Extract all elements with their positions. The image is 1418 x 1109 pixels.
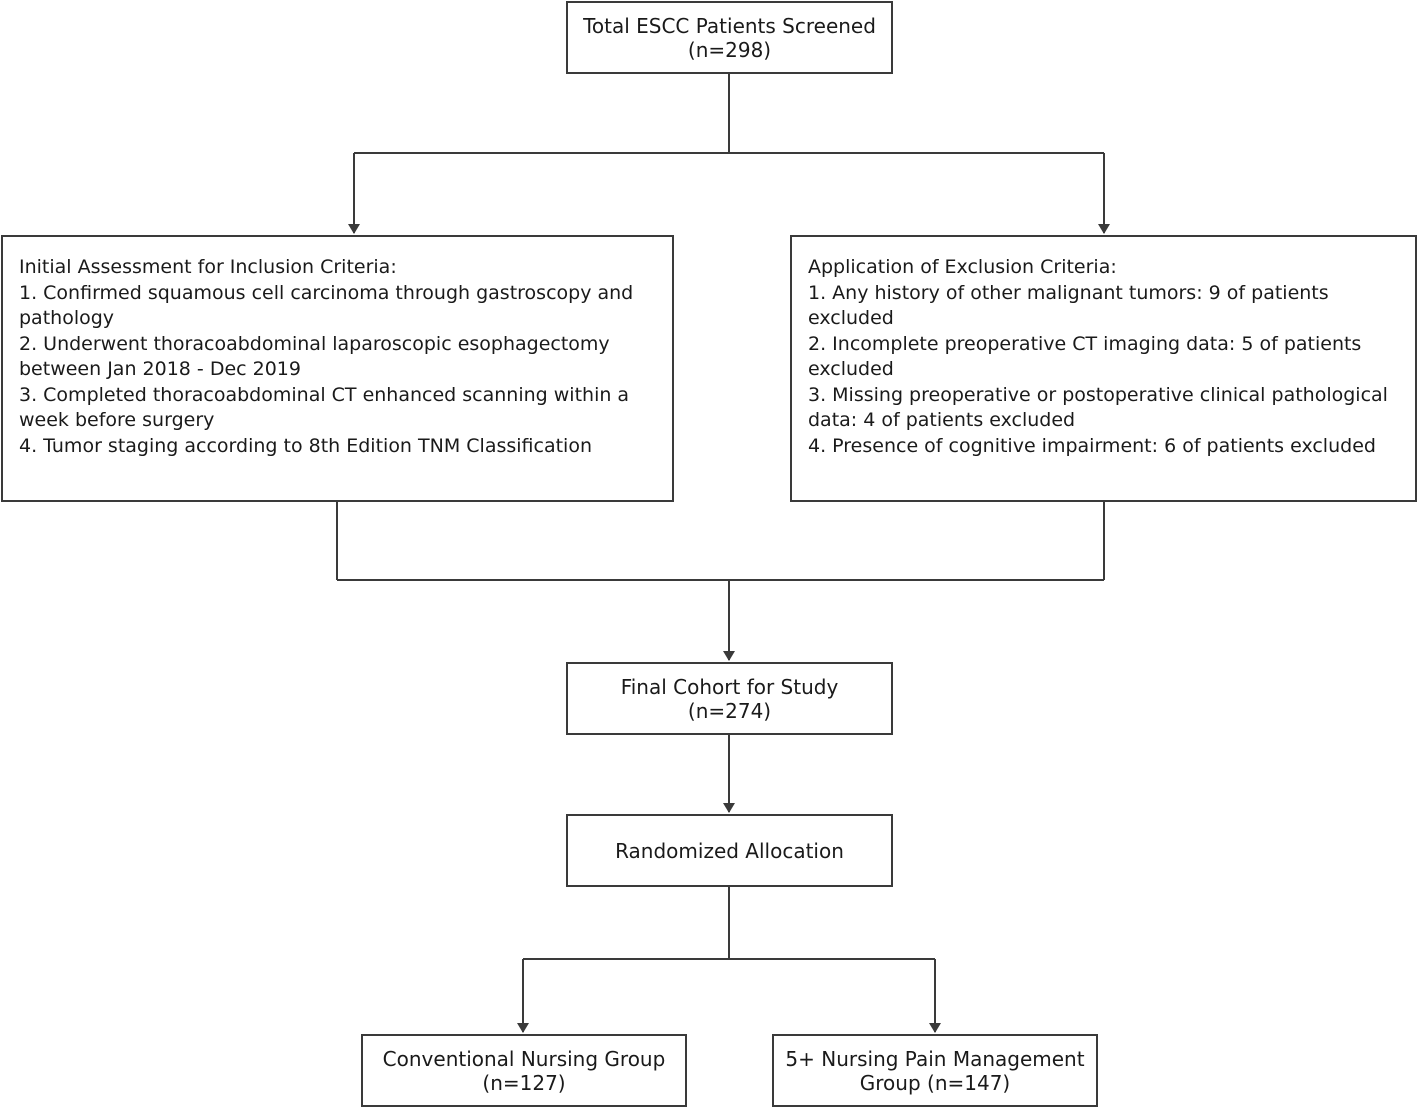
inclusion-item: 2. Underwent thoracoabdominal laparoscop… — [19, 332, 610, 381]
exclusion-item: 4. Presence of cognitive impairment: 6 o… — [808, 434, 1376, 457]
pain-management-group-box: 5+ Nursing Pain Management Group (n=147) — [772, 1034, 1098, 1107]
screened-box: Total ESCC Patients Screened (n=298) — [566, 1, 893, 74]
exclusion-item: 1. Any history of other malignant tumors… — [808, 281, 1329, 330]
screened-count: (n=298) — [687, 37, 772, 62]
pain-management-group-line1: 5+ Nursing Pain Management — [785, 1046, 1085, 1071]
inclusion-item: 4. Tumor staging according to 8th Editio… — [19, 434, 592, 457]
exclusion-item: 3. Missing preoperative or postoperative… — [808, 383, 1388, 432]
exclusion-criteria-box: Application of Exclusion Criteria: 1. An… — [790, 235, 1417, 502]
inclusion-heading: Initial Assessment for Inclusion Criteri… — [19, 256, 397, 278]
conventional-group-count: (n=127) — [482, 1070, 566, 1095]
final-cohort-count: (n=274) — [687, 698, 772, 723]
inclusion-item: 1. Confirmed squamous cell carcinoma thr… — [19, 281, 634, 330]
pain-management-group-line2: Group (n=147) — [859, 1070, 1011, 1095]
conventional-group-title: Conventional Nursing Group — [382, 1046, 666, 1071]
exclusion-item: 2. Incomplete preoperative CT imaging da… — [808, 332, 1362, 381]
inclusion-item: 3. Completed thoracoabdominal CT enhance… — [19, 383, 630, 432]
randomization-title: Randomized Allocation — [615, 838, 844, 863]
final-cohort-box: Final Cohort for Study (n=274) — [566, 662, 893, 735]
randomization-box: Randomized Allocation — [566, 814, 893, 887]
inclusion-criteria-box: Initial Assessment for Inclusion Criteri… — [1, 235, 674, 502]
screened-title: Total ESCC Patients Screened — [583, 13, 876, 38]
final-cohort-title: Final Cohort for Study — [620, 674, 839, 699]
exclusion-heading: Application of Exclusion Criteria: — [808, 256, 1117, 278]
conventional-group-box: Conventional Nursing Group (n=127) — [361, 1034, 687, 1107]
